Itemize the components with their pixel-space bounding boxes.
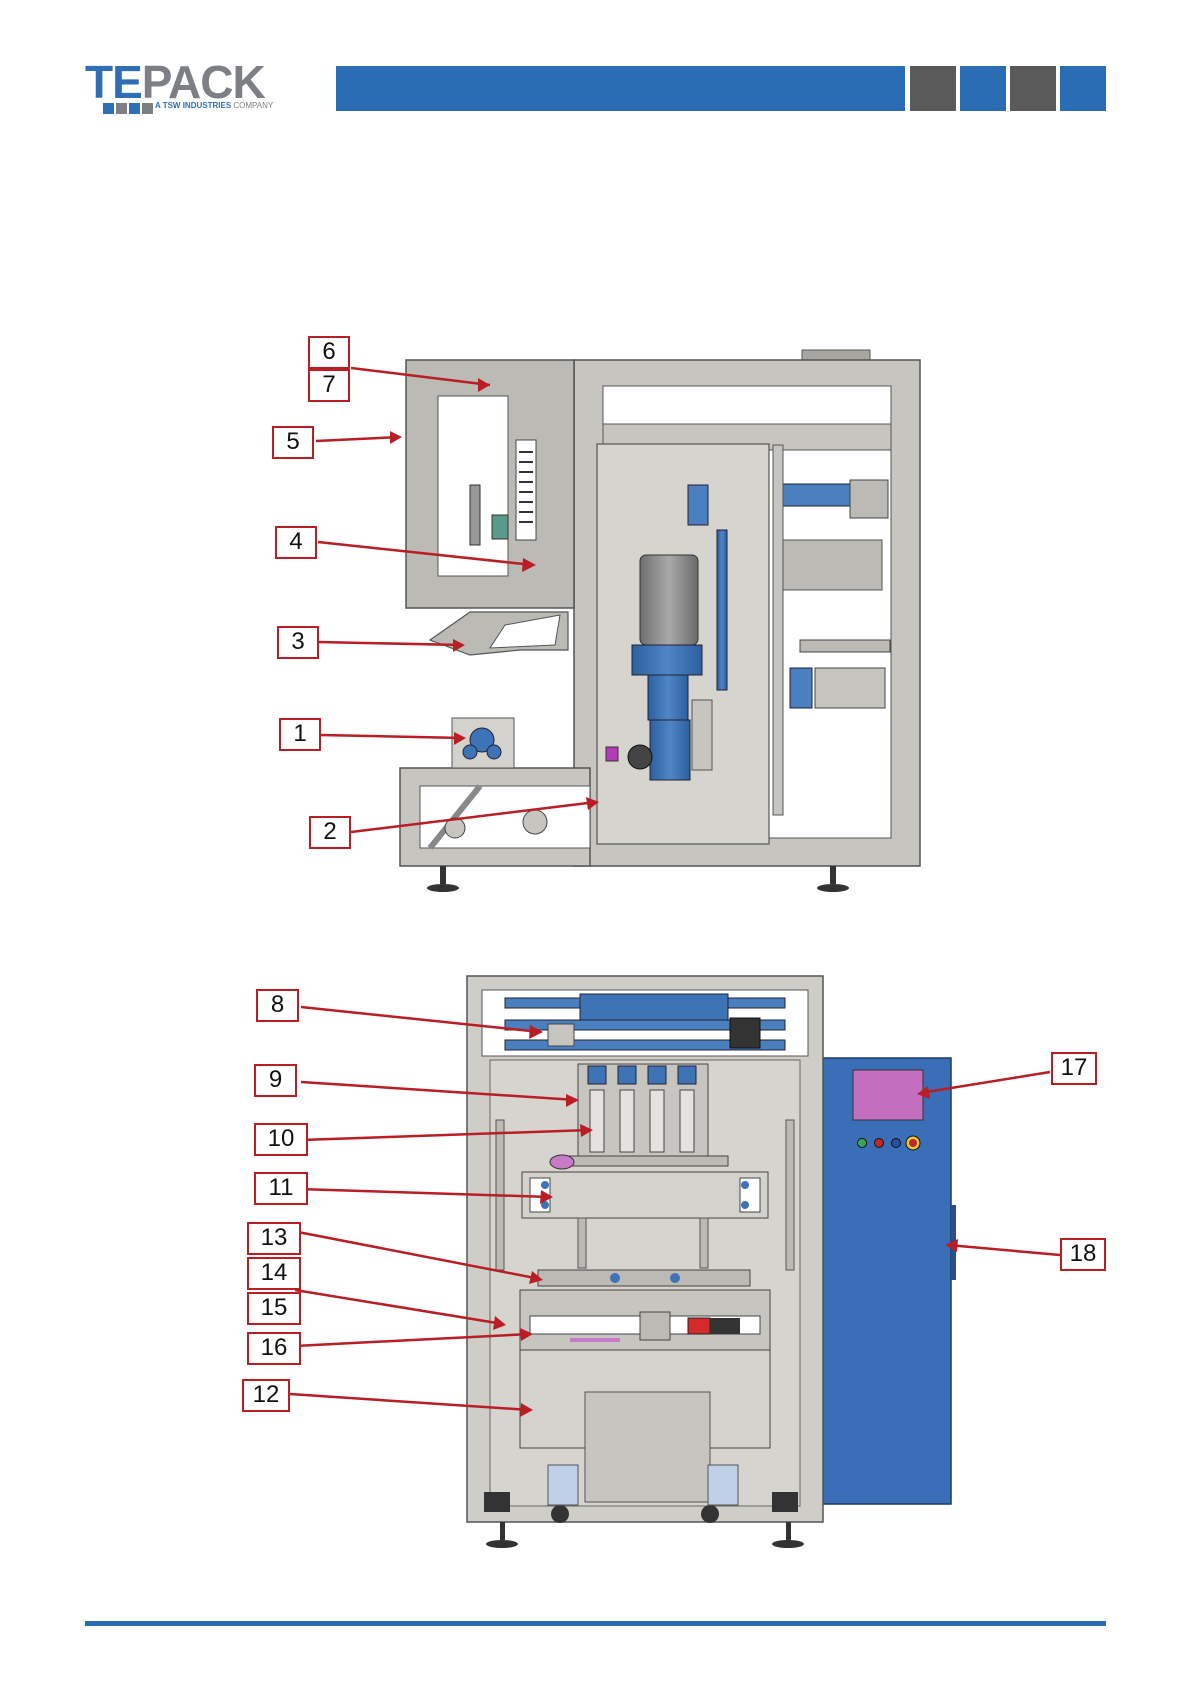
callout-label-7: 7	[308, 369, 350, 402]
callout-label-3: 3	[277, 626, 319, 659]
footer-rule	[85, 1621, 1106, 1626]
callout-label-11: 11	[254, 1172, 308, 1205]
callout-label-14: 14	[247, 1257, 301, 1290]
callout-label-15: 15	[247, 1292, 301, 1325]
callout-label-6: 6	[308, 336, 350, 369]
callout-label-17: 17	[1051, 1052, 1097, 1085]
callout-label-9: 9	[254, 1064, 297, 1097]
callout-label-10: 10	[254, 1123, 308, 1156]
callout-label-12: 12	[242, 1379, 290, 1412]
callout-label-13: 13	[247, 1222, 301, 1255]
callout-label-18: 18	[1060, 1238, 1106, 1271]
callout-label-4: 4	[275, 526, 317, 559]
callout-label-5: 5	[272, 426, 314, 459]
front-view-drawing	[467, 976, 956, 1548]
callout-label-2: 2	[309, 816, 351, 849]
callout-label-16: 16	[247, 1332, 301, 1365]
side-view-drawing	[400, 350, 920, 892]
callout-label-8: 8	[256, 989, 299, 1022]
callout-label-1: 1	[279, 718, 321, 751]
